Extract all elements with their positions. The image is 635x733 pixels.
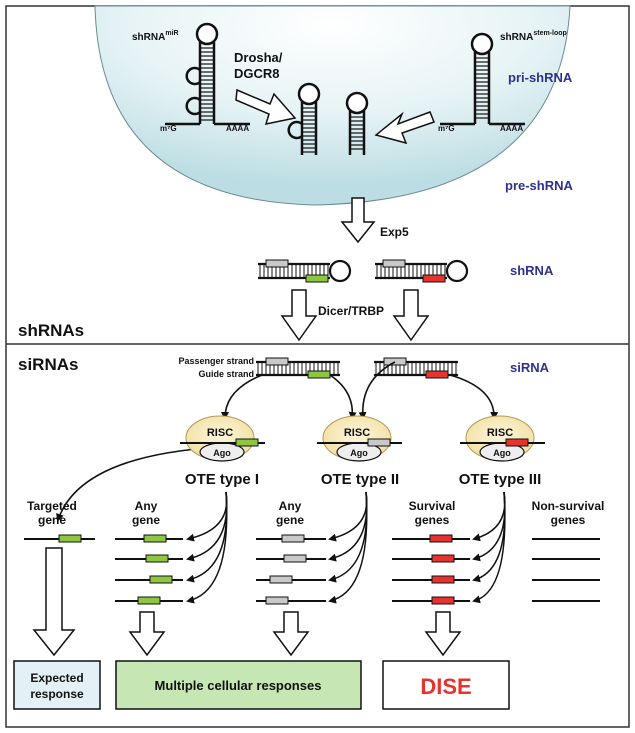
passenger-to-risc2-arrow — [358, 361, 396, 420]
multiple-responses-label: Multiple cellular responses — [155, 678, 322, 693]
pre-shrna-mir — [287, 82, 321, 155]
shrna-mir-label: shRNAmiR — [132, 30, 179, 43]
survival-genes-row — [392, 575, 470, 584]
pre-shrna-label: pre-shRNA — [505, 178, 574, 193]
cap-label-right: m⁷G — [438, 124, 455, 133]
nonsurvival-genes-label-1: Non-survival — [532, 499, 605, 513]
any-gene-2-row — [256, 575, 326, 584]
ote2-fan-arrow — [328, 491, 368, 604]
survival-genes-arrow — [424, 611, 462, 657]
survival-genes-row — [392, 554, 470, 563]
stemloop-processing-arrow — [374, 111, 435, 145]
dicer-arrow-right — [392, 289, 430, 342]
targeted-gene-label-1: Targeted — [27, 499, 77, 513]
multiple-responses-box — [115, 660, 362, 710]
section-label-sirnas: siRNAs — [18, 355, 78, 374]
polya-label-left: AAAA — [226, 124, 249, 133]
risc-label-2: RISC — [344, 427, 370, 439]
guide-to-risc1-arrow — [221, 374, 263, 420]
sirna-duplex-red — [374, 357, 458, 379]
risc-label-1: RISC — [207, 427, 233, 439]
drosha-label-line2: DGCR8 — [234, 66, 280, 81]
guide-to-risc2-arrow — [329, 374, 357, 420]
ote1-fan-arrow — [186, 491, 228, 604]
ote-type-1-label: OTE type I — [185, 471, 259, 488]
any-gene-1-row — [115, 596, 183, 605]
ago-label-3: Ago — [493, 448, 511, 458]
risc-complex-3 — [460, 415, 545, 462]
sirna-label: siRNA — [510, 360, 550, 375]
exp5-label: Exp5 — [380, 225, 409, 239]
drosha-processing-arrow — [235, 88, 297, 125]
risc-complex-2 — [317, 415, 402, 462]
targeted-gene-line — [24, 534, 95, 543]
pri-shrna-label: pri-shRNA — [508, 70, 573, 85]
shrna-stem-loop-label: shRNAstem-loop — [500, 30, 567, 43]
dise-label: DISE — [420, 674, 471, 699]
any-gene-1-row — [115, 575, 183, 584]
any-gene-2-arrow — [272, 611, 310, 657]
dise-box — [382, 660, 510, 710]
any-gene-1-row — [115, 534, 183, 543]
any-gene-1-row — [115, 554, 183, 563]
export-arrow — [340, 197, 376, 244]
dicer-trbp-label: Dicer/TRBP — [318, 304, 384, 318]
nonsurvival-genes-label-2: genes — [551, 513, 586, 527]
any-gene-1-label-2: gene — [132, 513, 160, 527]
sirna-duplex-green — [256, 357, 340, 379]
targeted-gene-label-2: gene — [38, 513, 66, 527]
ote3-fan-arrow — [472, 491, 506, 542]
survival-genes-row — [392, 596, 470, 605]
any-gene-1-label-1: Any — [135, 499, 158, 513]
any-gene-2-label-1: Any — [279, 499, 302, 513]
shrna-hairpin-green — [258, 259, 352, 283]
drosha-label-line1: Drosha/ — [234, 50, 283, 65]
ote-type-3-label: OTE type III — [459, 471, 542, 488]
any-gene-2-label-2: gene — [276, 513, 304, 527]
any-gene-2-row — [256, 534, 326, 543]
risc1-to-target-arrow — [56, 446, 223, 522]
guide-to-risc3-arrow — [449, 374, 499, 420]
any-gene-2-row — [256, 596, 326, 605]
survival-genes-label-2: genes — [415, 513, 450, 527]
dicer-arrow-left — [280, 289, 318, 342]
survival-genes-row — [392, 534, 470, 543]
risc-complex-1 — [180, 415, 265, 462]
expected-response-label-1: Expected — [30, 671, 83, 685]
polya-label-right: AAAA — [500, 124, 523, 133]
pre-shrna-stem-loop — [345, 91, 369, 155]
survival-genes-label-1: Survival — [409, 499, 456, 513]
ago-label-2: Ago — [350, 448, 368, 458]
passenger-strand-label: Passenger strand — [178, 356, 254, 366]
shrna-label: shRNA — [510, 263, 554, 278]
expected-response-box — [13, 660, 101, 710]
cap-label-left: m⁷G — [160, 124, 177, 133]
shrna-hairpin-red — [375, 259, 469, 283]
risc-label-3: RISC — [487, 427, 513, 439]
ote1-fan-arrow — [186, 491, 228, 542]
expected-response-label-2: response — [30, 687, 84, 701]
ote-type-2-label: OTE type II — [321, 471, 399, 488]
ote2-fan-arrow — [328, 491, 368, 542]
guide-strand-label: Guide strand — [198, 369, 254, 379]
pri-shrna-stem-loop — [440, 32, 525, 126]
pri-shrna-mir — [165, 22, 250, 126]
any-gene-2-row — [256, 554, 326, 563]
ago-label-1: Ago — [213, 448, 231, 458]
ote3-fan-arrow — [472, 491, 506, 604]
targeted-gene-arrow — [32, 547, 76, 657]
section-label-shrnas: shRNAs — [18, 321, 84, 340]
any-gene-1-arrow — [128, 611, 166, 657]
